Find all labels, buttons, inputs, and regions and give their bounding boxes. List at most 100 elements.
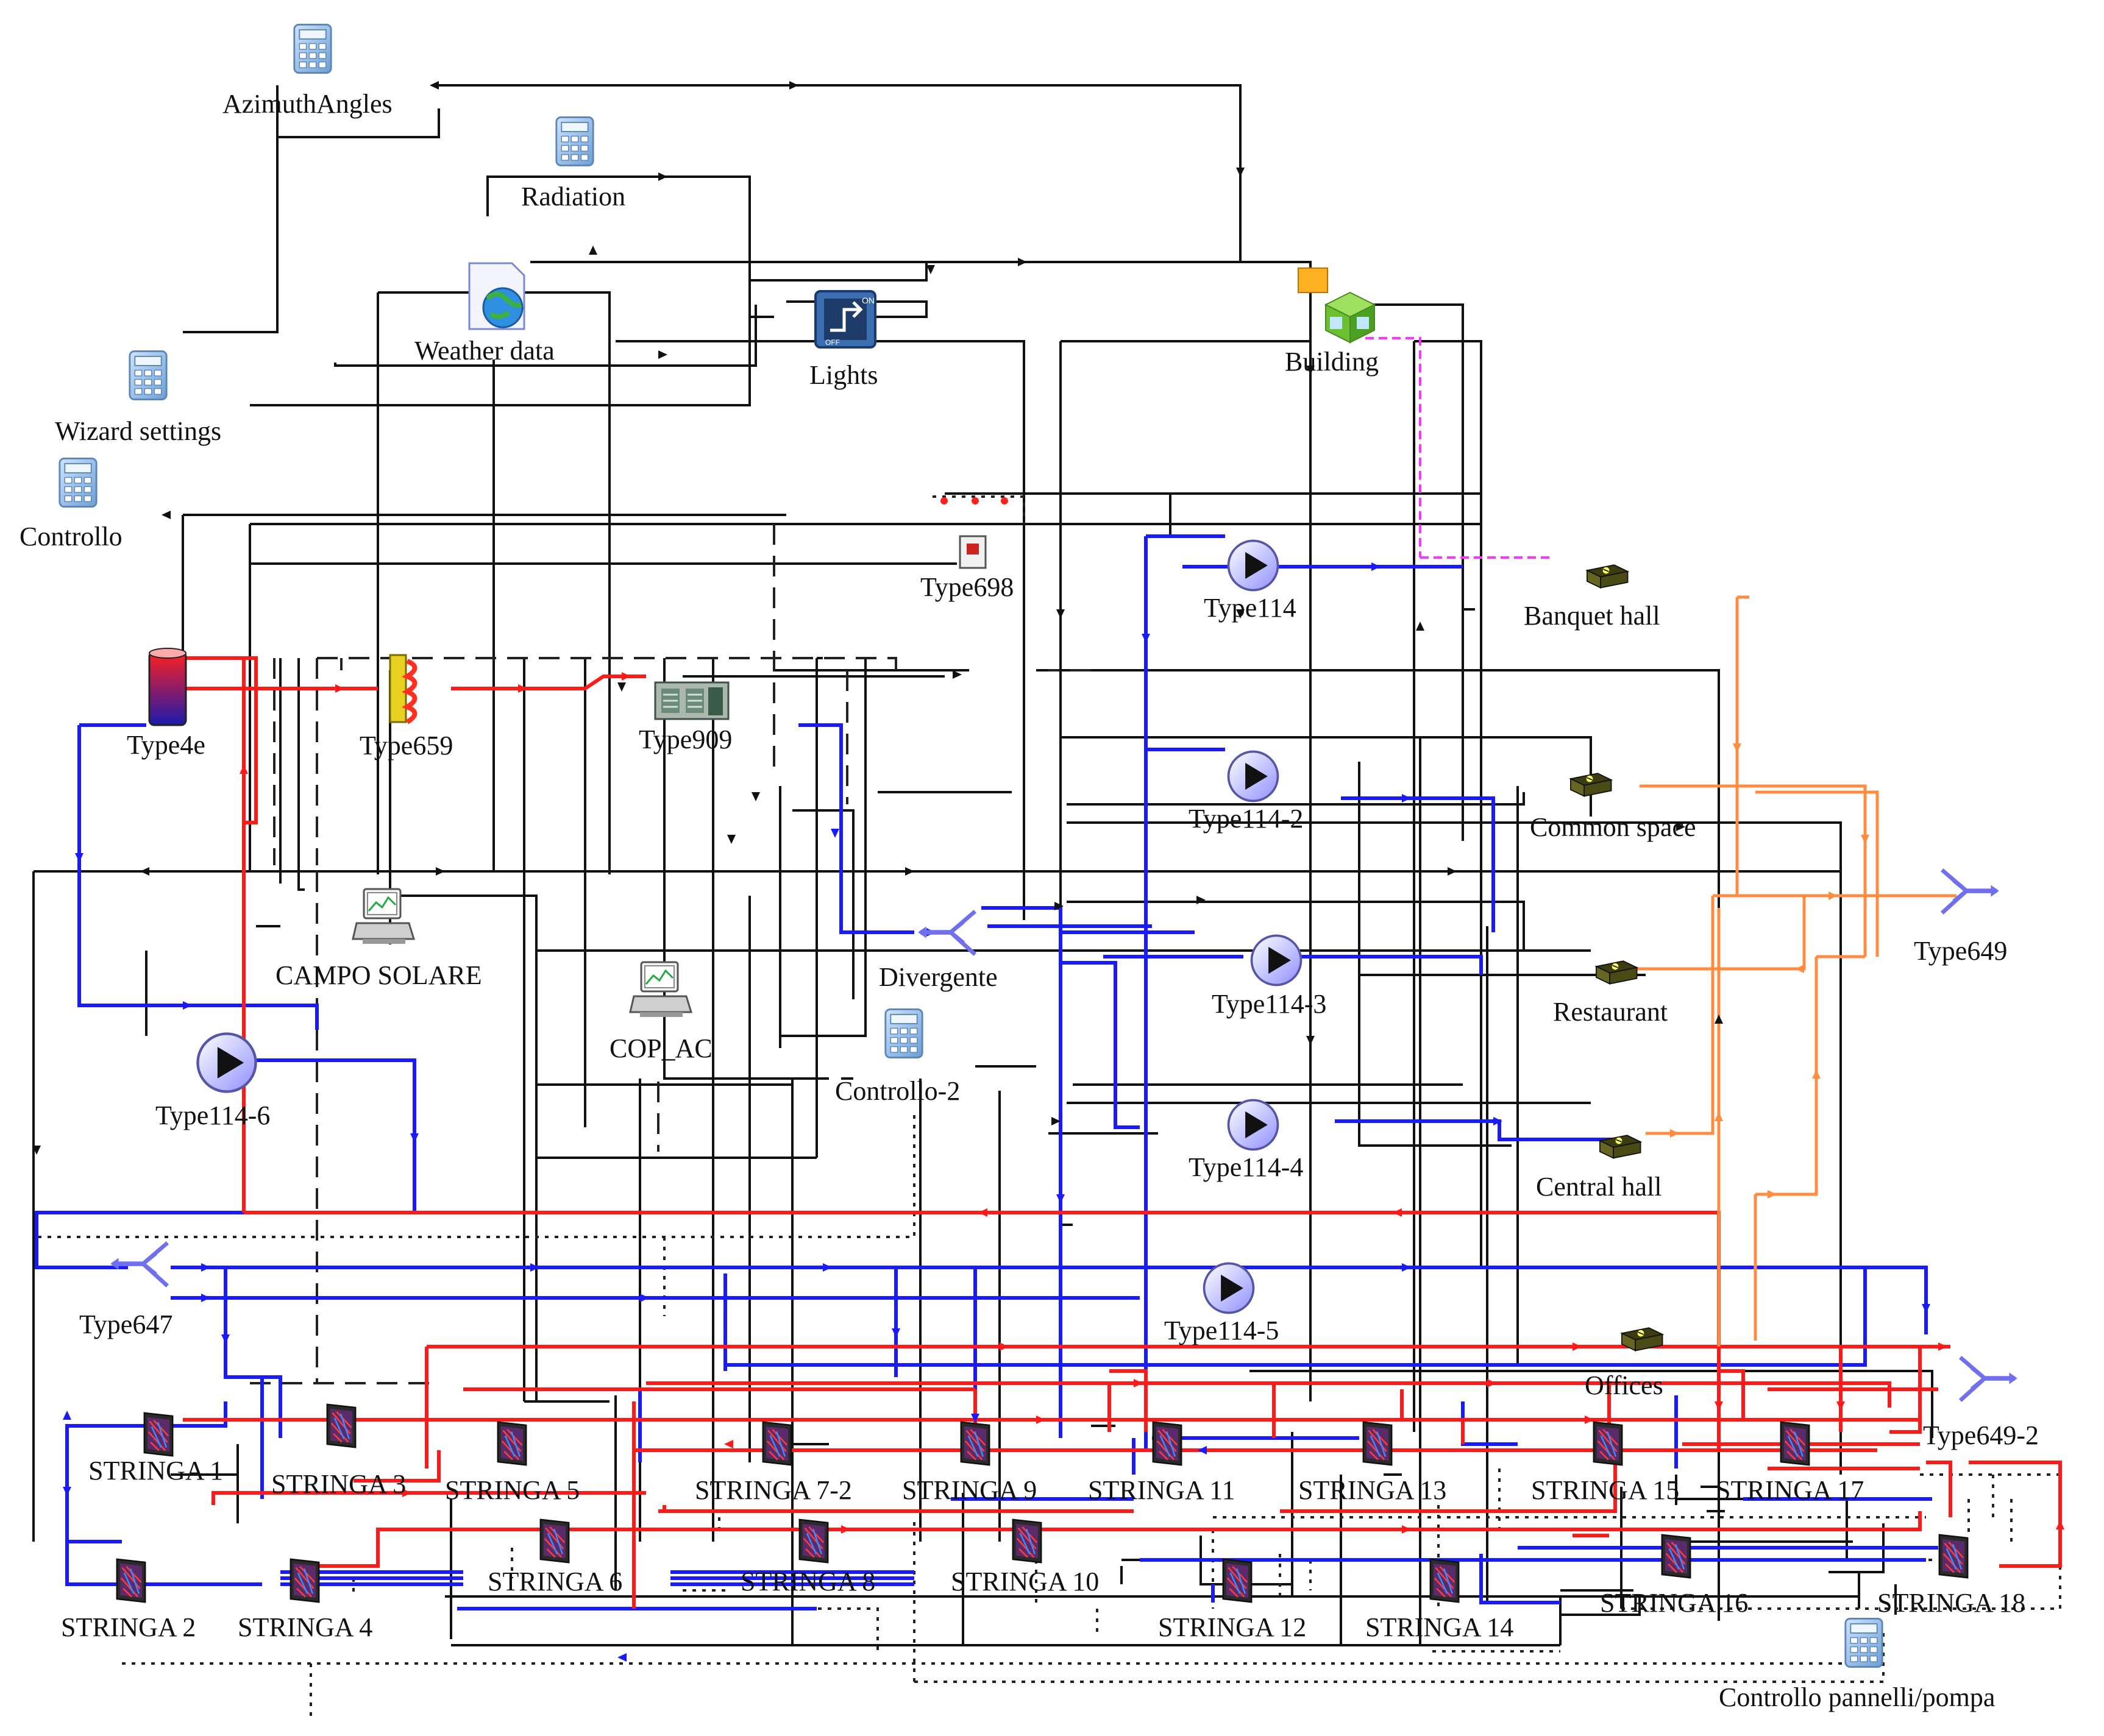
component-label: Type114-5 bbox=[1164, 1316, 1279, 1345]
component-label: Type647 bbox=[79, 1309, 172, 1339]
offices-component[interactable]: Offices bbox=[1585, 1327, 1663, 1400]
pump-icon bbox=[1227, 750, 1279, 802]
component-label: Controllo pannelli/pompa bbox=[1719, 1682, 1995, 1712]
stringa-13-component[interactable]: STRINGA 13 bbox=[1298, 1421, 1446, 1505]
component-label: Lights bbox=[809, 360, 878, 390]
campo-solare-component[interactable]: CAMPO SOLARE bbox=[275, 888, 482, 990]
component-label: STRINGA 5 bbox=[445, 1475, 580, 1505]
solar-collector-icon bbox=[798, 1518, 829, 1564]
calculator-icon bbox=[555, 116, 594, 167]
stringa-5-component[interactable]: STRINGA 5 bbox=[445, 1421, 580, 1505]
type649-component[interactable]: Type649 bbox=[1914, 870, 2007, 966]
component-label: STRINGA 8 bbox=[741, 1567, 875, 1596]
type909-component[interactable]: Type909 bbox=[639, 681, 732, 754]
building-link-wires bbox=[1365, 337, 1554, 559]
component-label: Offices bbox=[1585, 1370, 1663, 1400]
stringa-4-component[interactable]: STRINGA 4 bbox=[238, 1558, 372, 1642]
type647-component[interactable]: Type647 bbox=[79, 1243, 172, 1339]
solar-collector-icon bbox=[762, 1421, 792, 1466]
component-label: Banquet hall bbox=[1524, 601, 1660, 631]
stringa-16-component[interactable]: STRINGA 16 bbox=[1600, 1534, 1748, 1618]
controllo-pannelli-pompa-component[interactable]: Controllo pannelli/pompa bbox=[1719, 1617, 1995, 1712]
stringa-8-component[interactable]: STRINGA 8 bbox=[741, 1518, 875, 1596]
stringa-1-component[interactable]: STRINGA 1 bbox=[88, 1412, 223, 1486]
lights-component[interactable]: ON OFF Lights bbox=[809, 290, 878, 390]
radiation-component[interactable]: Radiation bbox=[521, 116, 625, 211]
common-space-component[interactable]: Common space bbox=[1530, 773, 1696, 842]
restaurant-component[interactable]: Restaurant bbox=[1553, 960, 1668, 1027]
wizard-settings-component[interactable]: Wizard settings bbox=[55, 350, 221, 446]
type114-2-pump-component[interactable]: Type114-2 bbox=[1189, 750, 1303, 834]
type114-6-pump-component[interactable]: Type114-6 bbox=[155, 1033, 270, 1130]
type4e-component[interactable]: Type4e bbox=[127, 648, 205, 760]
component-label: STRINGA 10 bbox=[951, 1567, 1099, 1596]
type114-pump-component[interactable]: Type114 bbox=[1204, 539, 1296, 623]
calculator-icon bbox=[293, 23, 332, 74]
diverter-icon bbox=[918, 912, 975, 955]
solar-collector-icon bbox=[1938, 1534, 1969, 1579]
type114-4-pump-component[interactable]: Type114-4 bbox=[1189, 1099, 1303, 1182]
type698-component[interactable]: Type698 bbox=[920, 497, 1014, 602]
solar-collector-icon bbox=[1012, 1518, 1042, 1564]
stringa-12-component[interactable]: STRINGA 12 bbox=[1158, 1558, 1306, 1642]
divergente-component[interactable]: Divergente bbox=[879, 912, 998, 992]
controllo-2-component[interactable]: Controllo-2 bbox=[835, 1008, 960, 1106]
component-label: STRINGA 7-2 bbox=[695, 1475, 852, 1505]
on-off-switch-icon: ON OFF bbox=[814, 290, 876, 349]
component-label: Type114-4 bbox=[1189, 1152, 1303, 1182]
type659-component[interactable]: Type659 bbox=[360, 654, 453, 760]
auxiliary-heater-icon bbox=[389, 654, 418, 725]
mixer-icon bbox=[1960, 1358, 2017, 1401]
chiller-icon bbox=[654, 681, 730, 720]
building-icon bbox=[1298, 267, 1376, 344]
component-label: Type114 bbox=[1204, 593, 1296, 623]
stringa-6-component[interactable]: STRINGA 6 bbox=[488, 1518, 622, 1596]
building-component[interactable]: Building bbox=[1285, 267, 1379, 377]
pump-icon bbox=[1227, 1099, 1279, 1151]
type649-2-component[interactable]: Type649-2 bbox=[1923, 1358, 2039, 1450]
central-hall-component[interactable]: Central hall bbox=[1536, 1135, 1662, 1202]
calculator-icon bbox=[59, 457, 98, 508]
stringa-3-component[interactable]: STRINGA 3 bbox=[271, 1403, 406, 1499]
stringa-10-component[interactable]: STRINGA 10 bbox=[951, 1518, 1099, 1596]
svg-text:ON: ON bbox=[862, 296, 875, 305]
azimuth-angles-component[interactable]: AzimuthAngles bbox=[222, 23, 393, 119]
component-label: Controllo bbox=[20, 522, 123, 551]
pump-icon bbox=[1227, 539, 1279, 592]
component-label: STRINGA 17 bbox=[1716, 1475, 1864, 1505]
stringa-17-component[interactable]: STRINGA 17 bbox=[1716, 1421, 1864, 1505]
stringa-15-component[interactable]: STRINGA 15 bbox=[1531, 1421, 1679, 1505]
solar-collector-icon bbox=[1593, 1421, 1623, 1466]
solar-collector-icon bbox=[1661, 1534, 1691, 1579]
component-label: CAMPO SOLARE bbox=[275, 960, 482, 990]
pump-icon bbox=[1250, 934, 1303, 987]
banquet-hall-component[interactable]: Banquet hall bbox=[1524, 564, 1660, 631]
stringa-9-component[interactable]: STRINGA 9 bbox=[902, 1421, 1037, 1505]
controllo-component[interactable]: Controllo bbox=[20, 457, 123, 551]
component-label: STRINGA 3 bbox=[271, 1469, 406, 1499]
type114-5-pump-component[interactable]: Type114-5 bbox=[1164, 1262, 1279, 1345]
solar-collector-icon bbox=[1780, 1421, 1810, 1466]
component-label: AzimuthAngles bbox=[222, 89, 393, 119]
component-label: STRINGA 14 bbox=[1365, 1612, 1513, 1642]
radiator-zone-icon bbox=[1569, 773, 1612, 797]
weather-data-component[interactable]: Weather data bbox=[414, 262, 555, 366]
component-label: Radiation bbox=[521, 182, 625, 211]
cop-ac-component[interactable]: COP_AC bbox=[610, 961, 713, 1063]
stringa-18-component[interactable]: STRINGA 18 bbox=[1877, 1534, 2025, 1618]
type114-3-pump-component[interactable]: Type114-3 bbox=[1212, 934, 1326, 1019]
stringa-2-component[interactable]: STRINGA 2 bbox=[61, 1558, 196, 1642]
component-label: STRINGA 16 bbox=[1600, 1588, 1748, 1618]
stringa-11-component[interactable]: STRINGA 11 bbox=[1088, 1421, 1235, 1505]
cold-water-loops bbox=[35, 534, 1938, 1610]
component-label: Controllo-2 bbox=[835, 1076, 960, 1106]
stringa-7-2-component[interactable]: STRINGA 7-2 bbox=[695, 1421, 852, 1505]
heat-flow-arrows bbox=[1670, 743, 1869, 1199]
component-label: Type114-3 bbox=[1212, 989, 1326, 1019]
storage-tank-icon bbox=[148, 648, 187, 726]
stringa-14-component[interactable]: STRINGA 14 bbox=[1365, 1558, 1513, 1642]
calculator-icon bbox=[129, 350, 168, 401]
radiator-zone-icon bbox=[1595, 960, 1638, 985]
solar-collector-icon bbox=[1152, 1421, 1182, 1466]
